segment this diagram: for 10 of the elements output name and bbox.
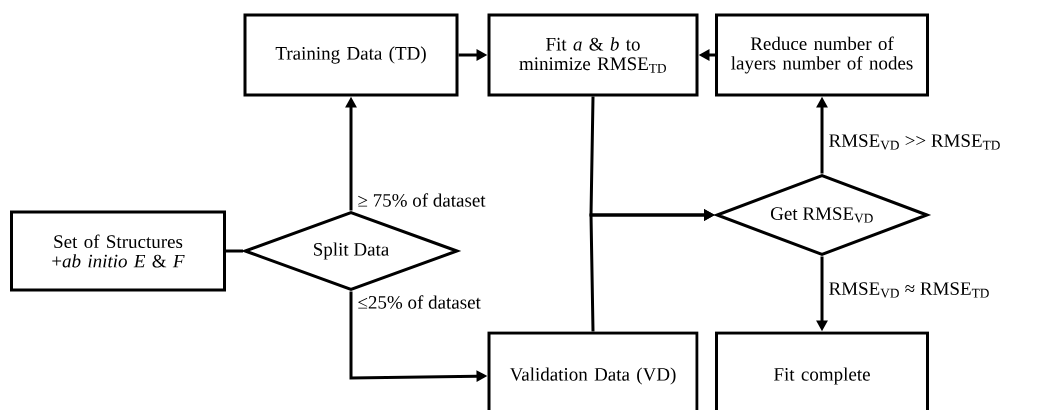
process-box: Fit a & b to minimize RMSE$_{TD}$: [487, 13, 699, 97]
process-box: Reduce number of layers number of nodes: [715, 13, 929, 97]
edge-label: ≤25% of dataset: [356, 294, 482, 310]
process-box: Validation Data (VD): [487, 331, 699, 410]
edge-label: RMSE$_{VD}$ ≈ RMSE$_{TD}$: [827, 281, 991, 299]
edge-label: ≥ 75% of dataset: [356, 192, 487, 208]
process-box: Set of Structures +ab initio E & F: [10, 210, 226, 292]
edge-label: RMSE$_{VD}$ >> RMSE$_{TD}$: [827, 133, 1002, 151]
process-box: Fit complete: [715, 331, 929, 410]
process-box: Training Data (TD): [243, 13, 459, 97]
